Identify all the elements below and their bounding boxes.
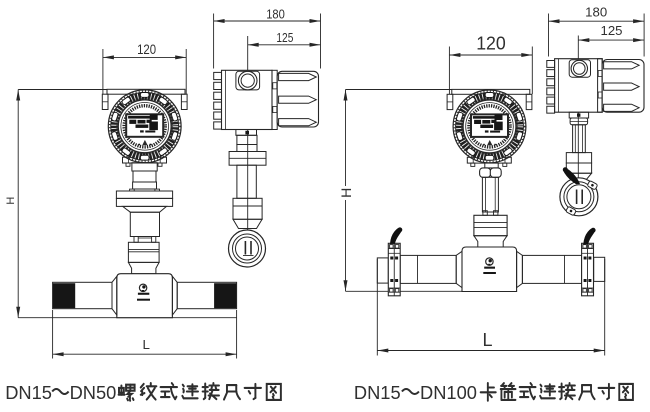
svg-text:DN15: DN15	[5, 382, 52, 403]
svg-text:DN15: DN15	[354, 382, 401, 403]
svg-text:120: 120	[137, 41, 156, 57]
svg-text:L: L	[482, 330, 492, 350]
svg-text:125: 125	[276, 31, 293, 45]
svg-text:120: 120	[476, 32, 506, 53]
svg-text:L: L	[142, 337, 149, 352]
svg-text:H: H	[5, 197, 17, 205]
svg-text:180: 180	[585, 4, 607, 19]
svg-text:DN50: DN50	[70, 382, 117, 403]
svg-text:DN100: DN100	[420, 382, 477, 403]
svg-text:125: 125	[601, 23, 623, 38]
svg-text:180: 180	[266, 8, 285, 22]
svg-text:H: H	[338, 188, 354, 198]
